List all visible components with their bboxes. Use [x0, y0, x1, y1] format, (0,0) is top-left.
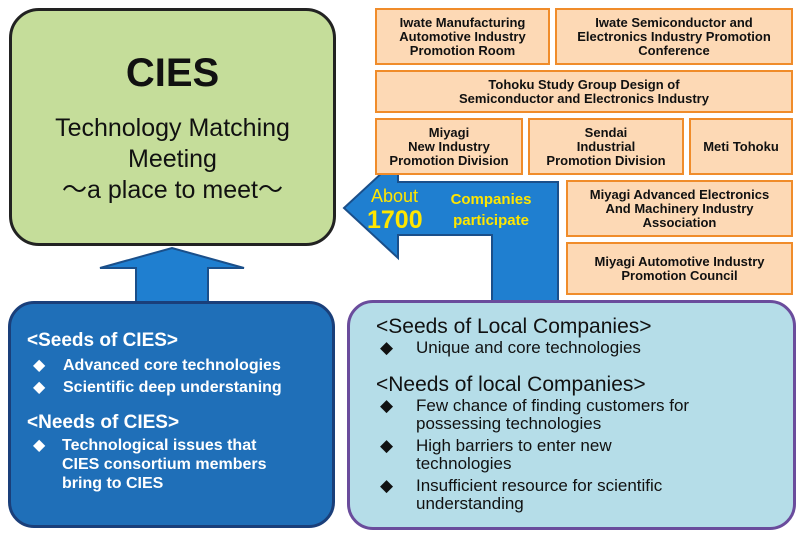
list-item-text: Technological issues that CIES consortiu…: [62, 437, 267, 492]
diamond-bullet-icon: ◆: [380, 476, 394, 495]
list-item: ◆ Advanced core technologies: [33, 356, 281, 375]
org-iwate-manufacturing: Iwate Manufacturing Automotive Industry …: [375, 8, 550, 65]
company-count: 1700: [367, 206, 423, 234]
org-miyagi-advanced-electronics: Miyagi Advanced Electronics And Machiner…: [566, 180, 793, 237]
list-item-text: Advanced core technologies: [63, 357, 281, 374]
cies-subtitle-line: Technology Matching: [55, 114, 290, 142]
cies-subtitle: Technology Matching Meeting 〜a place to …: [12, 113, 333, 206]
org-miyagi-automotive: Miyagi Automotive Industry Promotion Cou…: [566, 242, 793, 295]
list-item-text: Unique and core technologies: [416, 338, 641, 357]
list-item-text: Insufficient resource for scientific und…: [416, 476, 663, 513]
participate-label: Companies participate: [450, 191, 532, 229]
cies-subtitle-line: Meeting: [128, 145, 217, 173]
local-seeds-heading: <Seeds of Local Companies>: [376, 315, 652, 338]
list-item-text: High barriers to enter new technologies: [416, 436, 612, 473]
list-item-text: Scientific deep understaning: [63, 379, 282, 396]
org-tohoku-study-group: Tohoku Study Group Design of Semiconduct…: [375, 70, 793, 113]
org-meti-tohoku: Meti Tohoku: [689, 118, 793, 175]
cies-seeds-needs-panel: <Seeds of CIES> ◆ Advanced core technolog…: [8, 301, 335, 528]
up-arrow: [99, 246, 245, 304]
cies-needs-heading: <Needs of CIES>: [27, 412, 180, 433]
diamond-bullet-icon: ◆: [33, 357, 46, 374]
list-item-text: Few chance of finding customers for poss…: [416, 396, 690, 433]
cies-subtitle-line: 〜a place to meet〜: [62, 176, 283, 204]
diamond-bullet-icon: ◆: [380, 396, 394, 415]
diamond-bullet-icon: ◆: [380, 338, 394, 357]
org-miyagi-new-industry: Miyagi New Industry Promotion Division: [375, 118, 523, 175]
cies-meeting-box: CIES Technology Matching Meeting 〜a plac…: [9, 8, 336, 246]
org-iwate-semiconductor: Iwate Semiconductor and Electronics Indu…: [555, 8, 793, 65]
local-needs-heading: <Needs of local Companies>: [376, 373, 646, 396]
cies-title: CIES: [125, 51, 220, 95]
diamond-bullet-icon: ◆: [33, 437, 46, 454]
list-item: ◆ Scientific deep understaning: [33, 378, 282, 397]
cies-seeds-heading: <Seeds of CIES>: [27, 330, 179, 351]
about-label: About: [371, 186, 419, 206]
diamond-bullet-icon: ◆: [380, 436, 394, 455]
org-sendai-industrial: Sendai Industrial Promotion Division: [528, 118, 684, 175]
local-companies-panel: <Seeds of Local Companies> ◆ Unique and …: [347, 300, 796, 530]
diamond-bullet-icon: ◆: [33, 379, 46, 396]
